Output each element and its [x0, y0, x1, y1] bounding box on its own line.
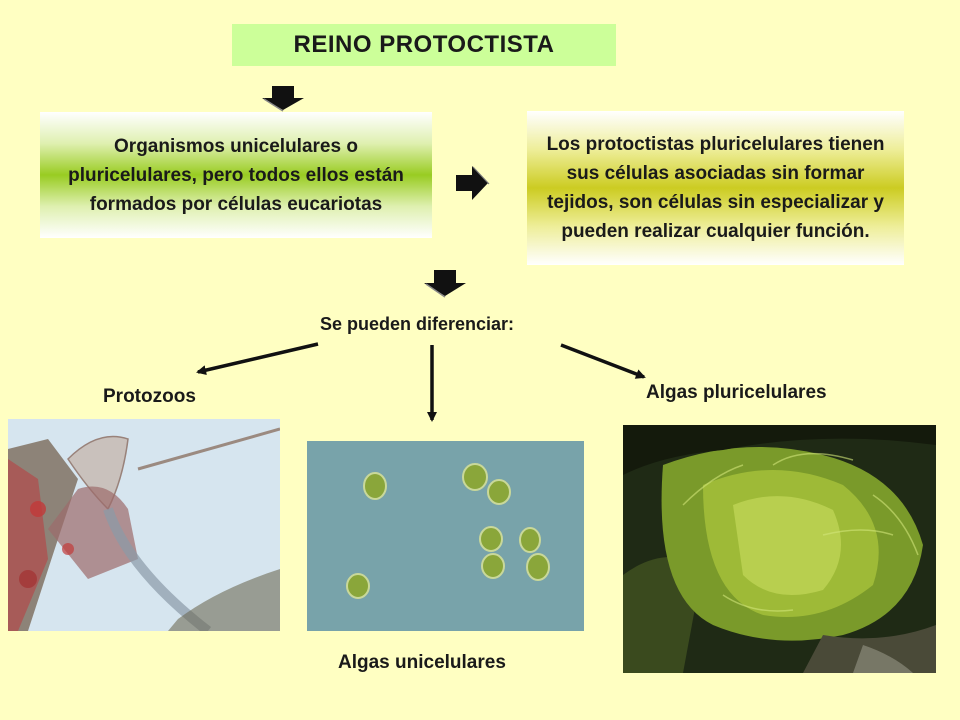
diagram-title: REINO PROTOCTISTA: [232, 24, 616, 66]
unicellular-definition-text: Organismos unicelulares o pluricelulares…: [68, 135, 404, 215]
arrow-down-1: [262, 86, 308, 112]
multicellular-algae-photo: [623, 425, 936, 673]
unicellular-algae-micrograph: [307, 441, 584, 631]
arrow-down-2: [424, 270, 470, 298]
label-algas-pluricelulares: Algas pluricelulares: [646, 382, 827, 403]
protozoa-micrograph: [8, 419, 280, 631]
arrow-right: [456, 166, 492, 202]
pluricellular-description-text: Los protoctistas pluricelulares tienen s…: [546, 134, 885, 242]
arrow-to-algas-pluricelulares: [560, 343, 646, 379]
label-algas-unicelulares: Algas unicelulares: [338, 652, 506, 673]
arrow-to-protozoos: [196, 342, 319, 376]
differentiate-label: Se pueden diferenciar:: [320, 314, 515, 334]
unicellular-definition-box: Organismos unicelulares o pluricelulares…: [40, 112, 432, 238]
label-protozoos: Protozoos: [103, 386, 196, 407]
pluricellular-description-box: Los protoctistas pluricelulares tienen s…: [527, 111, 904, 265]
